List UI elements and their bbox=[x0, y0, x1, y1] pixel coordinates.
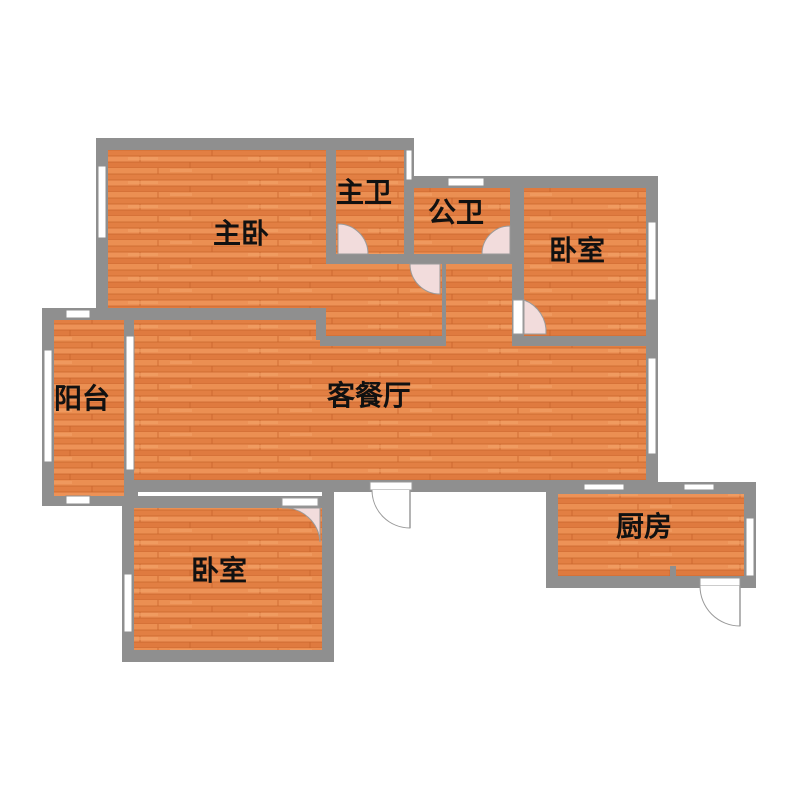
door-bedroom-ne-leaf bbox=[512, 299, 524, 335]
window-living-east bbox=[647, 357, 657, 455]
window-public-bath bbox=[447, 177, 485, 187]
wall-divider-5 bbox=[442, 262, 446, 342]
floor-living-east bbox=[320, 346, 646, 480]
wall-divider-7 bbox=[512, 336, 658, 346]
floor-balcony bbox=[54, 320, 124, 496]
floor-living bbox=[134, 320, 324, 480]
label-balcony: 阳台 bbox=[54, 382, 110, 415]
window-bedroom-sw-west bbox=[123, 573, 133, 633]
wall-divider-2 bbox=[326, 254, 416, 264]
kitchen-door-leaf bbox=[699, 577, 741, 587]
door-master-bath bbox=[337, 223, 369, 255]
window-master-bath bbox=[405, 149, 413, 181]
label-living-dining: 客餐厅 bbox=[327, 379, 411, 412]
floor-hall bbox=[444, 262, 512, 346]
window-kitchen-east bbox=[745, 517, 755, 577]
wall-divider-8 bbox=[320, 336, 446, 346]
door-bedroom-sw-leaf bbox=[281, 497, 319, 507]
room-labels: 主卧 主卫 公卫 卧室 阳台 客餐厅 卧室 厨房 bbox=[54, 176, 672, 587]
window-bedroom-ne-east bbox=[647, 221, 657, 301]
door-bedroom-sw bbox=[281, 507, 321, 543]
window-balcony-west bbox=[43, 349, 53, 463]
label-public-bath: 公卫 bbox=[428, 196, 484, 229]
floor-kitchen bbox=[558, 494, 744, 576]
floors bbox=[54, 150, 744, 650]
doors bbox=[281, 223, 741, 627]
window-balcony-bottom bbox=[65, 495, 91, 505]
kitchen-door-swing bbox=[699, 585, 741, 627]
wall-divider-4 bbox=[404, 254, 514, 264]
wall-divider-1 bbox=[326, 138, 336, 262]
entrance-door-leaf bbox=[369, 481, 413, 491]
wall-divider-10 bbox=[122, 308, 322, 320]
floor-bedroom-sw bbox=[134, 508, 322, 650]
floor-master-bedroom bbox=[108, 150, 328, 308]
wall-divider-12 bbox=[322, 480, 334, 508]
window-master-bedroom-west bbox=[97, 165, 107, 239]
label-master-bedroom: 主卧 bbox=[213, 217, 269, 250]
label-bedroom-sw: 卧室 bbox=[191, 554, 247, 587]
door-bedroom-ne bbox=[523, 299, 547, 335]
wall-divider-3 bbox=[404, 178, 414, 262]
window-balcony-top bbox=[65, 309, 91, 319]
window-balcony-east bbox=[125, 335, 135, 471]
windows bbox=[43, 149, 755, 633]
floor-bedroom-ne bbox=[524, 188, 646, 336]
label-kitchen: 厨房 bbox=[616, 510, 672, 543]
label-bedroom-ne: 卧室 bbox=[549, 234, 605, 267]
wall-divider-9 bbox=[316, 308, 326, 340]
wall-divider-11 bbox=[122, 496, 334, 508]
door-master-bedroom bbox=[409, 263, 441, 295]
label-master-bath: 主卫 bbox=[336, 176, 392, 209]
kitchen-column bbox=[670, 566, 676, 578]
entrance-door-swing bbox=[371, 489, 411, 529]
window-kitchen-top-1 bbox=[583, 483, 625, 491]
door-public-bath bbox=[481, 225, 511, 255]
window-kitchen-top-2 bbox=[683, 483, 715, 491]
